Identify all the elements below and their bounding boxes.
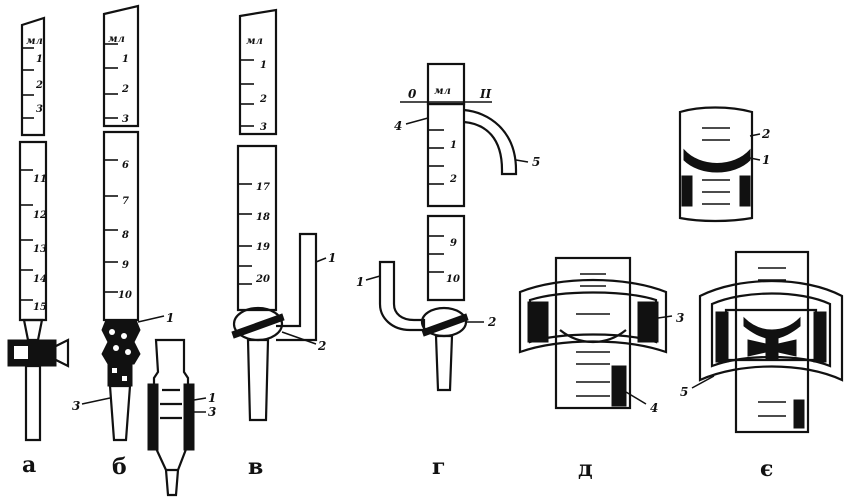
panel-g-callout-1: 1 xyxy=(356,275,364,289)
panel-d-callout-4: 4 xyxy=(650,401,658,415)
panel-a-scale-14: 14 xyxy=(33,274,47,285)
panel-a-unit: мл xyxy=(26,36,43,47)
panel-g-overflow-arm xyxy=(463,108,518,176)
panel-a-scale-2: 2 xyxy=(35,80,43,91)
panel-b-scale-2: 2 xyxy=(121,84,129,95)
panel-g-callout-4: 4 xyxy=(394,119,402,133)
panel-d-callout-3: 3 xyxy=(676,311,684,325)
panel-d-reading-card: 3 4 д xyxy=(518,256,684,482)
panel-a-scale-3: 3 xyxy=(36,104,43,115)
panel-b-callout-1: 1 xyxy=(166,311,174,325)
panel-e-meniscus-detail: 2 1 xyxy=(678,106,770,223)
panel-b-scale-9: 9 xyxy=(122,260,129,271)
panel-b-scale-1: 1 xyxy=(122,54,129,65)
panel-b-detail-callout-1: 1 xyxy=(208,391,216,405)
panel-v-callout-2: 2 xyxy=(317,339,326,353)
panel-b-scale-6: 6 xyxy=(122,160,129,171)
panel-a-label: а xyxy=(22,452,36,478)
panel-b-scale-7: 7 xyxy=(122,196,129,207)
panel-v-scale-2: 2 xyxy=(259,94,267,105)
panel-g-filling-tube xyxy=(378,260,426,332)
panel-b-scale-8: 8 xyxy=(122,230,129,241)
panel-v-scale-1: 1 xyxy=(260,60,267,71)
panel-a-scale-13: 13 xyxy=(33,244,47,255)
panel-d-label: д xyxy=(578,456,593,482)
panel-e-burette-section xyxy=(734,250,810,434)
panel-e-label: є xyxy=(760,456,773,482)
panel-b-clamp xyxy=(101,319,141,365)
panel-a-scale-12: 12 xyxy=(33,210,47,221)
panel-v-scale-19: 19 xyxy=(256,242,270,253)
panel-b-rubber-tube xyxy=(107,363,133,387)
panel-g-mark-II: II xyxy=(479,87,492,101)
panel-g-unit: мл xyxy=(434,86,451,97)
panel-a-scale-15: 15 xyxy=(33,302,47,313)
panel-b-unit: мл xyxy=(108,34,125,45)
panel-v-callout-1: 1 xyxy=(328,251,336,265)
panel-a-scale-11: 11 xyxy=(33,174,47,185)
panel-v-side-tube xyxy=(276,232,318,342)
panel-g-mark-0: 0 xyxy=(408,87,417,101)
panel-g-scale-1: 1 xyxy=(450,140,457,151)
panel-v-burette: мл 1 2 3 17 18 19 20 1 2 в xyxy=(231,8,336,480)
panel-g-scale-9: 9 xyxy=(450,238,457,249)
panel-g-callout-5: 5 xyxy=(532,155,540,169)
panel-g-callout-2: 2 xyxy=(487,315,496,329)
panel-v-scale-3: 3 xyxy=(260,122,267,133)
panel-b-label: б xyxy=(112,454,127,480)
panel-g-scale-10: 10 xyxy=(446,274,460,285)
panel-b-burette: мл 1 2 3 6 7 8 9 10 1 3 1 3 б xyxy=(72,4,216,497)
panel-g-burette: мл 0 II 1 2 9 10 4 5 1 2 г xyxy=(356,62,540,480)
panel-a-scale-1: 1 xyxy=(36,54,43,65)
panel-b-scale-10: 10 xyxy=(118,290,132,301)
panel-v-label: в xyxy=(248,454,263,480)
panel-e-callout-5: 5 xyxy=(680,385,688,399)
panel-e-callout-1: 1 xyxy=(762,153,770,167)
panel-g-scale-2: 2 xyxy=(449,174,457,185)
panel-v-scale-20: 20 xyxy=(255,274,270,285)
panel-d-card xyxy=(518,278,668,354)
panel-b-scale-3: 3 xyxy=(122,114,129,125)
panel-e-card xyxy=(698,279,844,382)
panel-d-burette-section xyxy=(554,256,632,410)
panel-v-scale-17: 17 xyxy=(256,182,270,193)
panel-a-burette: мл 1 2 3 11 12 13 14 15 а xyxy=(7,16,70,478)
panel-b-callout-3: 3 xyxy=(72,399,80,413)
panel-g-label: г xyxy=(432,454,445,480)
panel-a-stopcock xyxy=(7,339,57,367)
panel-v-scale-18: 18 xyxy=(256,212,270,223)
panel-e-callout-2: 2 xyxy=(761,127,770,141)
panel-e-reading-card: 5 є xyxy=(680,250,844,482)
panel-b-detail-callout-3: 3 xyxy=(208,405,216,419)
panel-v-unit: мл xyxy=(246,36,263,47)
